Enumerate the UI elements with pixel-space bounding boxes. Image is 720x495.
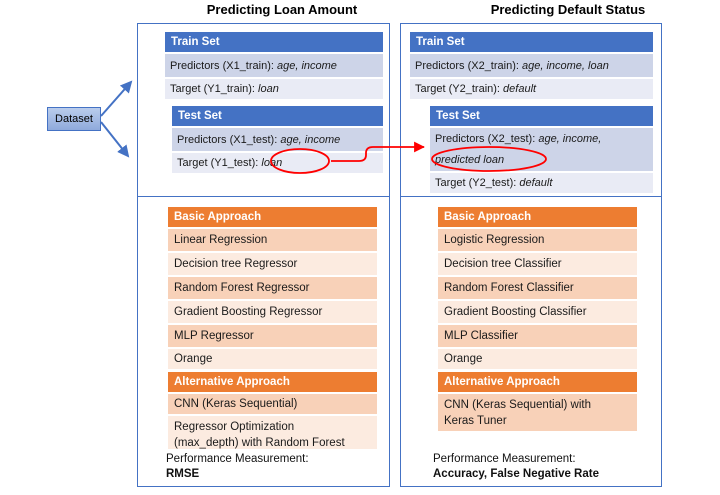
- approach-item: Linear Regression: [168, 229, 377, 251]
- approach-item: CNN (Keras Sequential) with Keras Tuner: [438, 394, 637, 431]
- row-variables-predicted-loan: predicted loan: [435, 154, 505, 166]
- performance-label: Performance Measurement:: [433, 453, 576, 465]
- row-label: Predictors (X1_train):: [170, 59, 274, 72]
- approach-item: Gradient Boosting Regressor: [168, 301, 377, 323]
- approach-item: Logistic Regression: [438, 229, 637, 251]
- row-line-2: Keras Tuner: [444, 415, 507, 427]
- approach-item: Gradient Boosting Classifier: [438, 301, 637, 323]
- performance-measurement-left: Performance Measurement: RMSE: [166, 452, 309, 482]
- column-title-loan-amount: Predicting Loan Amount: [206, 2, 358, 17]
- row-label: Target (Y2_test):: [435, 177, 517, 189]
- test-predictors-row-left: Predictors (X1_test): age, income: [172, 128, 383, 151]
- test-set-header-right: Test Set: [430, 106, 653, 126]
- column-title-default-status: Predicting Default Status: [490, 2, 646, 17]
- train-set-header-left: Train Set: [165, 32, 383, 52]
- train-set-header-right: Train Set: [410, 32, 653, 52]
- train-predictors-row-right: Predictors (X2_train): age, income, loan: [410, 54, 653, 77]
- alternative-approach-header-left: Alternative Approach: [168, 372, 377, 392]
- train-target-row-right: Target (Y2_train): default: [410, 79, 653, 99]
- dataset-split-arrow-down-icon: [100, 121, 130, 158]
- dataset-box: Dataset: [47, 107, 101, 131]
- row-variables: default: [519, 177, 553, 189]
- row-line-1: Regressor Optimization: [174, 421, 295, 433]
- row-variables: loan: [258, 83, 279, 95]
- row-label: Predictors (X2_train):: [415, 59, 519, 72]
- row-variables: default: [503, 83, 537, 95]
- panel-divider: [138, 196, 389, 197]
- test-set-header-left: Test Set: [172, 106, 383, 126]
- row-label: Target (Y2_train):: [415, 83, 500, 95]
- basic-approach-header-right: Basic Approach: [438, 207, 637, 227]
- row-variables: age, income: [280, 133, 341, 146]
- performance-value: RMSE: [166, 468, 200, 480]
- panel-divider: [401, 196, 661, 197]
- row-label: Target (Y1_test):: [177, 157, 259, 169]
- alternative-approach-header-right: Alternative Approach: [438, 372, 637, 392]
- approach-item: Regressor Optimization (max_depth) with …: [168, 416, 377, 449]
- row-variables: age, income, loan: [522, 59, 609, 72]
- row-label: Target (Y1_train):: [170, 83, 255, 95]
- test-target-row-right: Target (Y2_test): default: [430, 173, 653, 193]
- approach-item: Random Forest Classifier: [438, 277, 637, 299]
- dataset-split-arrow-up-icon: [100, 80, 133, 117]
- approach-item: Decision tree Classifier: [438, 253, 637, 275]
- approach-item: Orange: [438, 349, 637, 369]
- row-variables: age, income: [277, 59, 337, 72]
- performance-measurement-right: Performance Measurement: Accuracy, False…: [433, 452, 599, 482]
- approach-item: Random Forest Regressor: [168, 277, 377, 299]
- row-line-1: CNN (Keras Sequential) with: [444, 399, 592, 411]
- row-variables: age, income,: [538, 133, 602, 145]
- row-variables: loan: [261, 157, 283, 169]
- approach-item: Decision tree Regressor: [168, 253, 377, 275]
- row-label: Predictors (X2_test):: [435, 133, 539, 145]
- test-predictors-row-right: Predictors (X2_test): age, income, predi…: [430, 128, 653, 171]
- approach-item: MLP Classifier: [438, 325, 637, 347]
- approach-item: Orange: [168, 349, 377, 369]
- test-target-row-left: Target (Y1_test): loan: [172, 153, 383, 173]
- approach-item: MLP Regressor: [168, 325, 377, 347]
- row-line-2: (max_depth) with Random Forest: [174, 437, 345, 449]
- approach-item: CNN (Keras Sequential): [168, 394, 377, 414]
- train-predictors-row-left: Predictors (X1_train): age, income: [165, 54, 383, 77]
- performance-label: Performance Measurement:: [166, 453, 309, 465]
- row-label: Predictors (X1_test):: [177, 133, 278, 146]
- performance-value: Accuracy, False Negative Rate: [433, 468, 599, 480]
- train-target-row-left: Target (Y1_train): loan: [165, 79, 383, 99]
- row-line-2: predicted loan: [435, 150, 653, 171]
- basic-approach-header-left: Basic Approach: [168, 207, 377, 227]
- row-line-1: Predictors (X2_test): age, income,: [435, 129, 653, 150]
